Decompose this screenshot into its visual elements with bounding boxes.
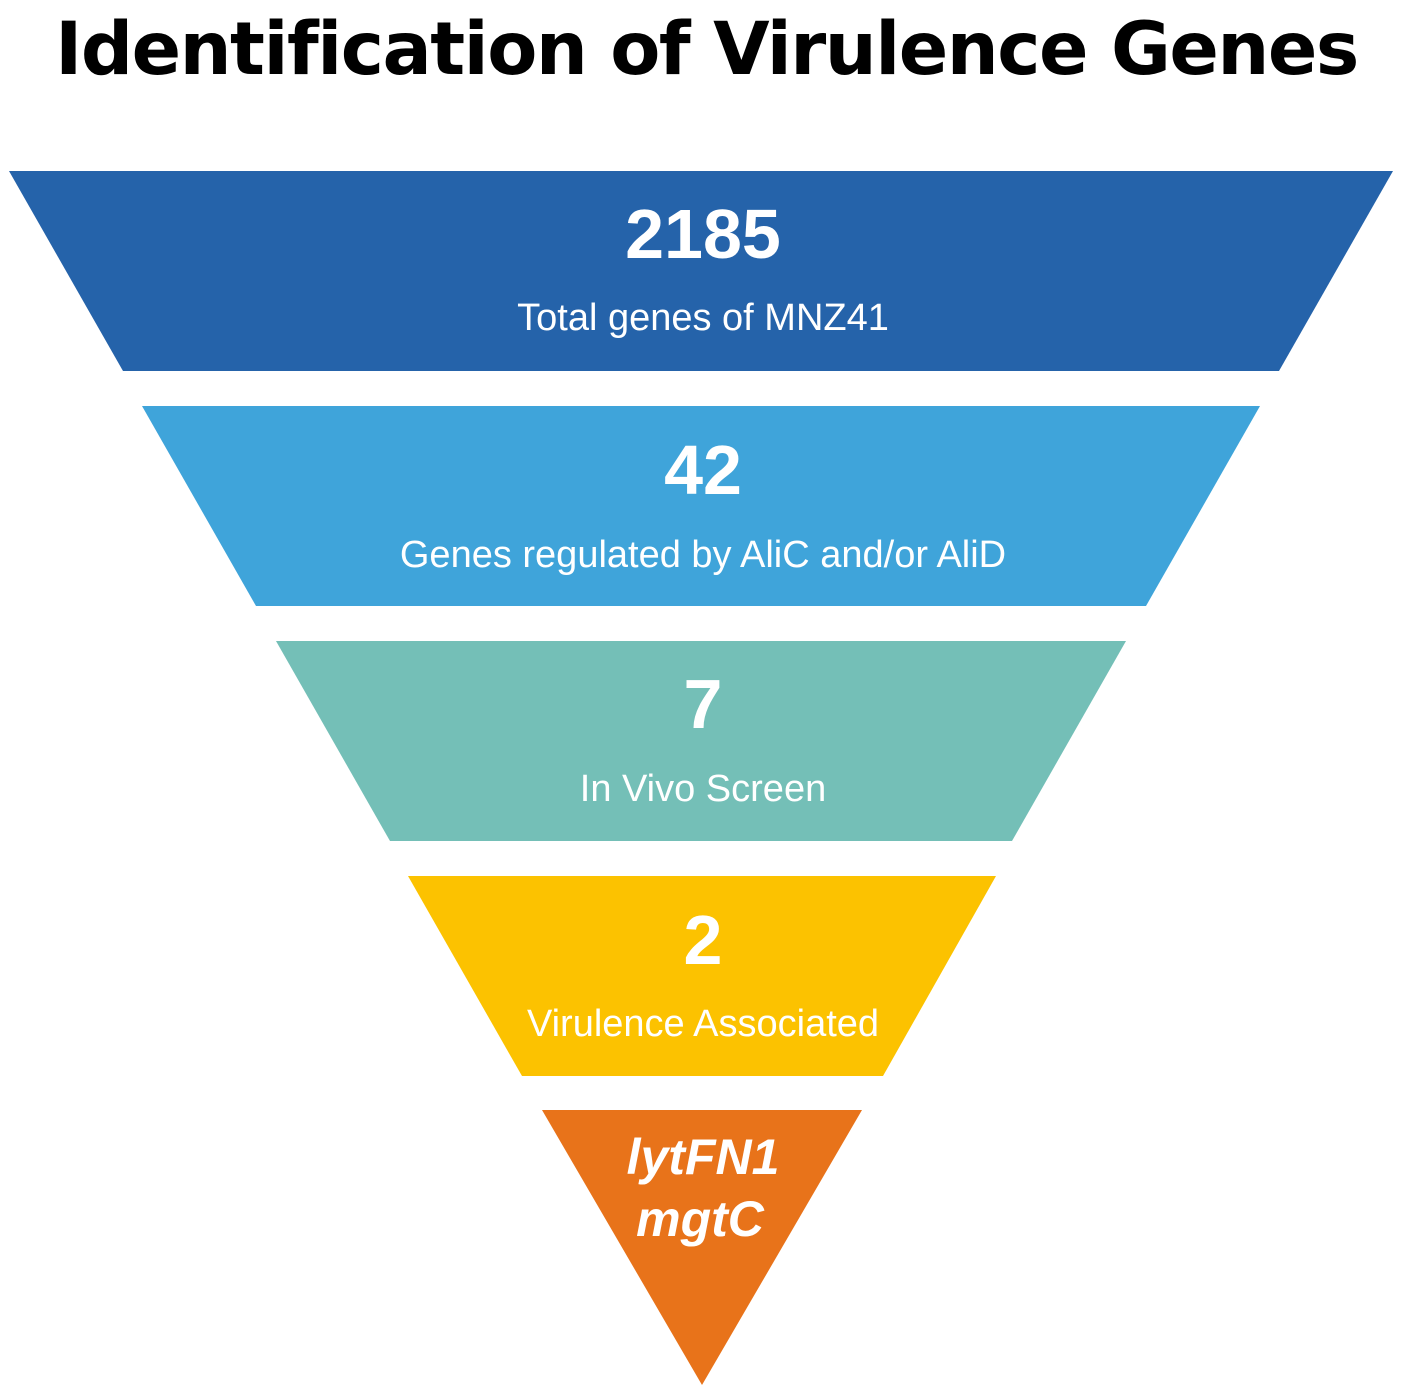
funnel-stage-4: 2 Virulence Associated xyxy=(408,876,996,1076)
funnel-stage-1: 2185 Total genes of MNZ41 xyxy=(9,171,1393,371)
funnel-band-1 xyxy=(9,171,1393,371)
stage-label: Genes regulated by AliC and/or AliD xyxy=(400,534,1006,576)
funnel-stage-3: 7 In Vivo Screen xyxy=(276,641,1126,841)
page-title: Identification of Virulence Genes xyxy=(55,7,1359,92)
gene-label-mgtc: mgtC xyxy=(636,1191,765,1247)
stage-label: Total genes of MNZ41 xyxy=(517,297,889,339)
stage-count: 42 xyxy=(664,431,742,509)
stage-count: 7 xyxy=(684,665,723,743)
funnel-band-3 xyxy=(276,641,1126,841)
funnel-band-4 xyxy=(408,876,996,1076)
funnel-stage-final: lytFN1 mgtC xyxy=(542,1110,862,1385)
funnel-band-2 xyxy=(142,406,1260,606)
funnel-tip-triangle xyxy=(542,1110,862,1385)
stage-label: In Vivo Screen xyxy=(580,768,826,810)
stage-label: Virulence Associated xyxy=(527,1003,879,1045)
stage-count: 2185 xyxy=(625,195,781,273)
gene-label-lytfn1: lytFN1 xyxy=(627,1129,780,1185)
stage-count: 2 xyxy=(684,901,723,979)
funnel-stage-2: 42 Genes regulated by AliC and/or AliD xyxy=(142,406,1260,606)
